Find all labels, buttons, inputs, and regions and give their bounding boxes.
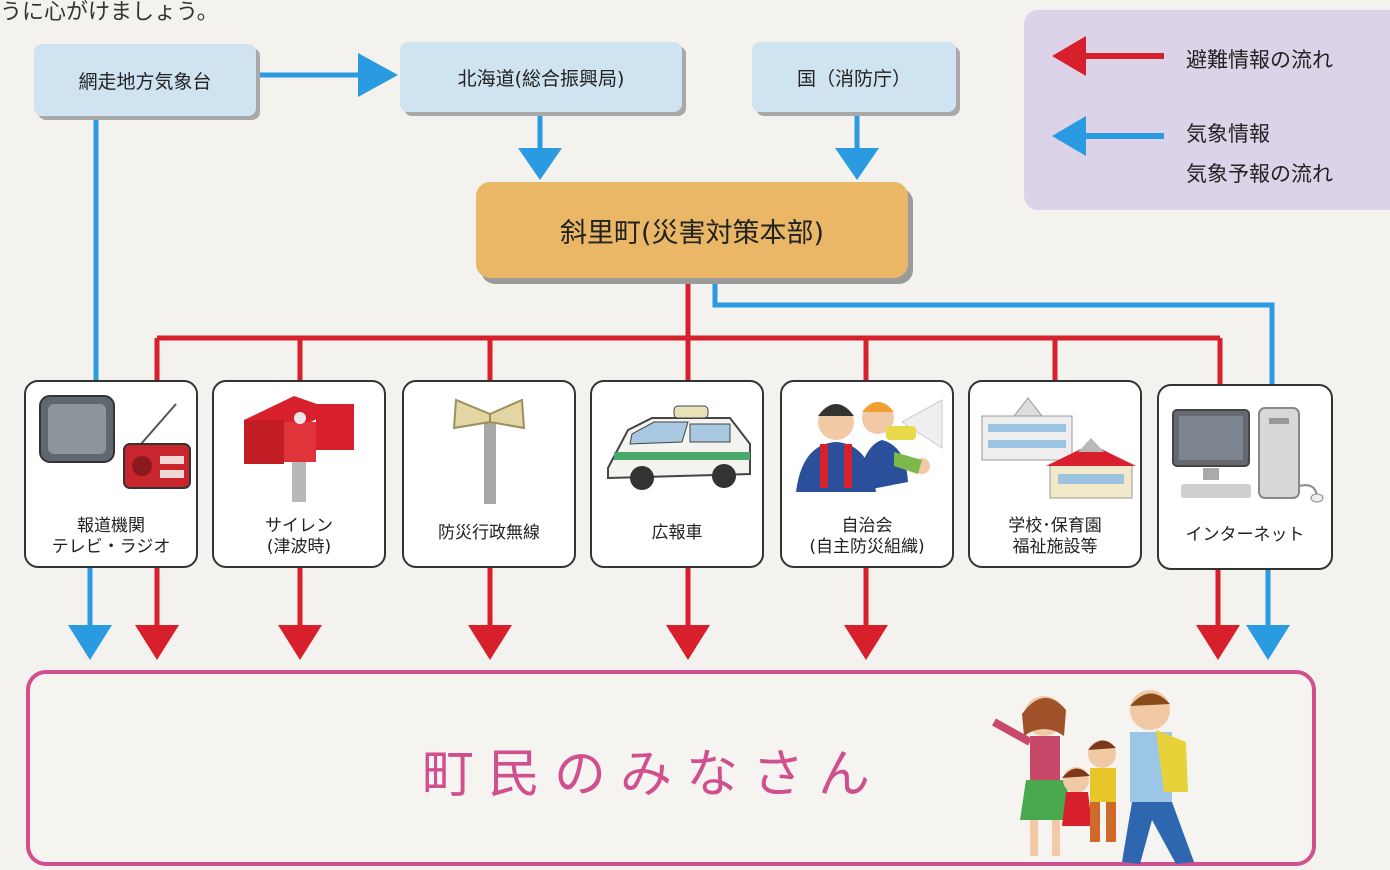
header-note: うに心がけましょう。 bbox=[0, 0, 219, 25]
legend-arrows bbox=[1052, 36, 1164, 156]
arrowhead-red bbox=[278, 625, 322, 660]
arrowhead-blue bbox=[68, 625, 112, 660]
tv-radio-icon bbox=[39, 395, 191, 489]
channel-siren: サイレン(津波時) bbox=[212, 380, 386, 568]
arrowhead-red bbox=[1196, 625, 1240, 660]
channel-label: インターネット bbox=[1185, 525, 1305, 545]
arrowhead-red bbox=[468, 625, 512, 660]
computer-icon bbox=[1172, 407, 1324, 503]
source-hokkaido-bureau: 北海道(総合振興局) bbox=[400, 42, 682, 112]
channel-internet: インターネット bbox=[1157, 384, 1333, 570]
legend-weather-label-1: 気象情報 bbox=[1186, 122, 1270, 146]
legend-blue-arrow-icon bbox=[1052, 116, 1086, 156]
residents-box: 町民のみなさん bbox=[26, 670, 1316, 866]
arrowhead-blue bbox=[1246, 625, 1290, 660]
arrowhead-blue bbox=[835, 148, 879, 180]
channel-label: 防災行政無線 bbox=[438, 523, 540, 543]
channel-label: 広報車 bbox=[651, 523, 703, 543]
community-people-icon bbox=[796, 399, 943, 492]
source-national-fire-agency: 国（消防庁） bbox=[752, 42, 956, 112]
arrowhead-red bbox=[844, 625, 888, 660]
loudspeaker-pole-icon bbox=[452, 398, 526, 504]
channel-label: 報道機関テレビ・ラジオ bbox=[51, 516, 171, 557]
legend-weather-label-2: 気象予報の流れ bbox=[1186, 162, 1333, 186]
family-walking-icon bbox=[992, 690, 1194, 864]
channel-radio-system: 防災行政無線 bbox=[402, 380, 576, 568]
legend-evac-label: 避難情報の流れ bbox=[1186, 48, 1333, 72]
channel-schools-facilities: 学校･保育園福祉施設等 bbox=[968, 380, 1142, 568]
arrowhead-red bbox=[666, 625, 710, 660]
source-abashiri-weather-office: 網走地方気象台 bbox=[34, 44, 256, 116]
channel-label: 自治会(自主防災組織) bbox=[809, 516, 925, 557]
arrowhead-blue bbox=[518, 148, 562, 180]
channel-label: 学校･保育園福祉施設等 bbox=[1008, 516, 1102, 557]
school-building-icon bbox=[981, 397, 1136, 499]
channel-media: 報道機関テレビ・ラジオ bbox=[24, 380, 198, 568]
legend-panel: 避難情報の流れ 気象情報 気象予報の流れ bbox=[1024, 10, 1390, 210]
channel-community: 自治会(自主防災組織) bbox=[780, 380, 954, 568]
hq-shari-disaster-headquarters: 斜里町(災害対策本部) bbox=[476, 182, 908, 278]
channel-pr-car: 広報車 bbox=[590, 380, 764, 568]
arrowhead-blue bbox=[358, 53, 398, 97]
line-hq-to-internet bbox=[712, 283, 1275, 384]
arrowhead-red bbox=[135, 625, 179, 660]
siren-icon bbox=[244, 396, 354, 502]
pr-car-icon bbox=[607, 405, 751, 490]
channel-label: サイレン(津波時) bbox=[265, 516, 333, 557]
residents-label: 町民のみなさん bbox=[422, 745, 885, 805]
legend-red-arrow-icon bbox=[1052, 36, 1086, 76]
